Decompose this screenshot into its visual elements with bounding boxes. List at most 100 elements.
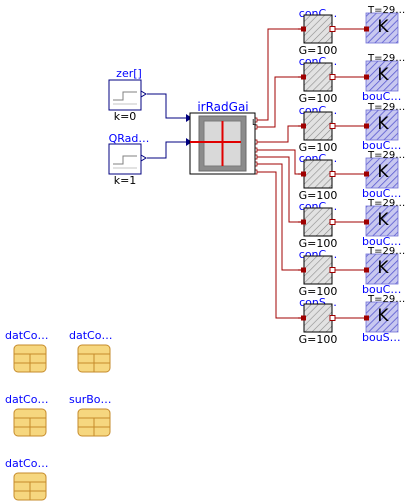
control-wire-qrad [147, 141, 186, 159]
conductor-body [303, 111, 333, 141]
heat-port-icon [364, 267, 369, 273]
thermal-wire [255, 149, 304, 175]
boundary-block[interactable]: T=29…KbouC… [362, 102, 405, 152]
conductor-blocks: conC…G=100conC…G=100conC…G=100conC…G=100… [298, 7, 337, 346]
heat-port-icon [301, 219, 306, 225]
boundary-blocks: T=29…KT=29…KbouC…T=29…KbouC…T=29…KbouC…T… [362, 5, 405, 344]
record-label: datCo… [5, 457, 48, 470]
conductor-param: G=100 [299, 333, 338, 346]
control-wire-zer [147, 93, 186, 119]
source-label: zer[] [116, 67, 142, 80]
boundary-label: bouC… [362, 187, 401, 200]
boundary-temperature: T=29… [367, 102, 405, 113]
conductor-block[interactable]: conC…G=100 [298, 200, 337, 250]
boundary-label: bouC… [362, 90, 401, 103]
boundary-temperature: T=29… [367, 53, 405, 64]
conductor-block[interactable]: conC…G=100 [298, 55, 337, 105]
record-label: surBo… [69, 393, 112, 406]
conductor-body [303, 255, 333, 285]
heat-port-icon [364, 123, 369, 129]
source-label: QRad… [109, 132, 150, 145]
heat-port-icon [329, 219, 336, 225]
heat-port-icon [301, 315, 306, 321]
data-record-icon[interactable]: datCo… [5, 329, 48, 373]
conductor-block[interactable]: conC…G=100 [298, 152, 337, 202]
output-arrow-icon [140, 154, 147, 162]
heat-port-icon [329, 267, 336, 273]
data-record-icon[interactable]: datCo… [5, 457, 48, 501]
conductor-param: G=100 [299, 189, 338, 202]
conductor-param: G=100 [299, 92, 338, 105]
heat-port-icon [301, 26, 306, 32]
source-block[interactable]: zer[] k=0 [108, 67, 147, 123]
conductor-body [303, 303, 333, 333]
source-param: k=1 [114, 174, 137, 187]
boundary-body [365, 12, 399, 44]
conductor-body [303, 159, 333, 189]
boundary-temperature: T=29… [367, 246, 405, 257]
conductor-body [303, 62, 333, 92]
control-arrow-zer [186, 114, 192, 122]
heat-port-icon [364, 219, 369, 225]
kelvin-icon: K [377, 114, 389, 134]
boundary-block[interactable]: T=29…KbouC… [362, 53, 405, 103]
step-signal-icon [113, 155, 137, 165]
data-records: datCo… datCo… datCo… surBo… datCo… [5, 329, 112, 501]
conductor-block[interactable]: conC…G=100 [298, 248, 337, 298]
record-label: datCo… [5, 329, 48, 342]
source-param: k=0 [114, 110, 137, 123]
heat-port-icon [364, 26, 369, 32]
output-port-letter: L [252, 118, 257, 127]
boundary-temperature: T=29… [367, 198, 405, 209]
thermal-wire [255, 125, 304, 143]
boundary-block[interactable]: T=29…KbouC… [362, 246, 405, 296]
heat-port-icon [329, 315, 336, 321]
conductor-param: G=100 [299, 44, 338, 57]
boundary-body [365, 253, 399, 285]
boundary-block[interactable]: T=29…KbouC… [362, 150, 405, 200]
data-record-icon[interactable]: datCo… [69, 329, 112, 373]
boundary-temperature: T=29… [367, 150, 405, 161]
conductor-param: G=100 [299, 141, 338, 154]
boundary-block[interactable]: T=29…KbouS… [362, 294, 405, 344]
boundary-body [365, 60, 399, 92]
connection-wires [147, 93, 192, 159]
conductor-body [303, 14, 333, 44]
kelvin-icon: K [377, 210, 389, 230]
boundary-label: bouC… [362, 283, 401, 296]
boundary-label: bouC… [362, 235, 401, 248]
output-arrow-icon [140, 90, 147, 98]
irradgai-label: irRadGai [197, 100, 248, 114]
conductor-body [303, 207, 333, 237]
boundary-block[interactable]: T=29…KbouC… [362, 198, 405, 248]
conductor-param: G=100 [299, 237, 338, 250]
data-record-icon[interactable]: surBo… [69, 393, 112, 437]
heat-port-icon [301, 267, 306, 273]
heat-port-icon [301, 74, 306, 80]
boundary-block[interactable]: T=29…K [364, 5, 405, 44]
thermal-wire [255, 156, 304, 223]
boundary-temperature: T=29… [367, 5, 405, 16]
conductor-block[interactable]: conC…G=100 [298, 7, 337, 57]
conductor-block[interactable]: conS…G=100 [298, 296, 337, 346]
heat-port-icon [364, 315, 369, 321]
record-label: datCo… [5, 393, 48, 406]
step-signal-icon [113, 91, 137, 101]
source-block[interactable]: QRad… k=1 [108, 132, 150, 187]
heat-port-icon [329, 74, 336, 80]
thermal-wire [255, 171, 304, 319]
thermal-wire [255, 163, 304, 271]
irradgai-block[interactable]: irRadGai L [189, 100, 257, 175]
kelvin-icon: K [377, 65, 389, 85]
conductor-block[interactable]: conC…G=100 [298, 104, 337, 154]
heat-port-icon [364, 171, 369, 177]
source-body [108, 143, 142, 175]
heat-port-icon [301, 123, 306, 129]
control-arrow-qrad [186, 138, 192, 146]
kelvin-icon: K [377, 17, 389, 37]
kelvin-icon: K [377, 306, 389, 326]
data-record-icon[interactable]: datCo… [5, 393, 48, 437]
heat-port-icon [329, 123, 336, 129]
